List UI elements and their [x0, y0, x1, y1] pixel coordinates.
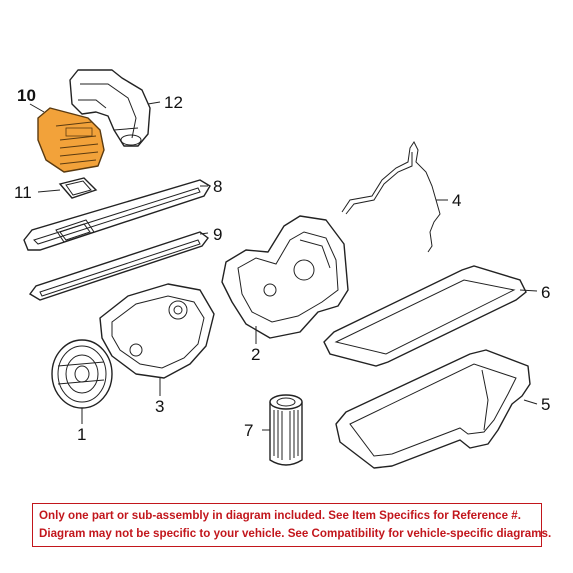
callout-8: 8	[213, 177, 222, 196]
part-10-cover-highlighted	[37, 107, 105, 173]
callout-9: 9	[213, 225, 222, 244]
part-1-pulley	[51, 339, 113, 409]
part-3-gear-cover	[99, 283, 215, 379]
callout-11: 11	[14, 183, 32, 202]
callout-4: 4	[452, 191, 461, 210]
callout-10: 10	[17, 86, 36, 105]
part-12-intake-housing	[69, 69, 151, 147]
disclaimer-box: Only one part or sub-assembly in diagram…	[32, 503, 552, 547]
leader-lines	[29, 101, 538, 431]
part-8-gasket	[23, 179, 211, 251]
disclaimer-line-2: Diagram may not be specific to your vehi…	[39, 527, 552, 540]
part-4-seal	[341, 141, 441, 253]
disclaimer-line-1: Only one part or sub-assembly in diagram…	[39, 509, 521, 522]
part-6-oil-pan-gasket	[323, 265, 527, 367]
part-11-small-gasket	[58, 177, 98, 199]
callout-5: 5	[541, 395, 550, 414]
callout-1: 1	[77, 425, 86, 444]
part-2-front-cover	[221, 215, 349, 339]
part-5-oil-pan	[335, 349, 531, 469]
callout-7: 7	[244, 421, 253, 440]
callout-2: 2	[251, 345, 260, 364]
part-7-oil-filter	[269, 394, 303, 466]
callout-12: 12	[164, 93, 183, 112]
callout-3: 3	[155, 397, 164, 416]
part-9-gasket	[28, 231, 209, 301]
callout-6: 6	[541, 283, 550, 302]
